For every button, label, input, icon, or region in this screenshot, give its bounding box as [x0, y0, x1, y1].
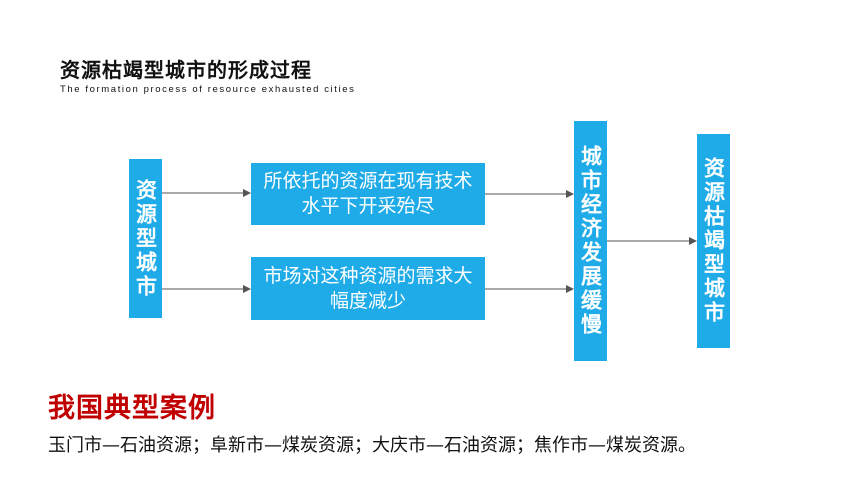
cases-text: 玉门市—石油资源；阜新市—煤炭资源；大庆市—石油资源；焦作市—煤炭资源。 [48, 435, 696, 456]
box-resource-city-label: 资源型城市 [133, 178, 158, 299]
box-resource-depleted: 所依托的资源在现有技术水平下开采殆尽 [251, 163, 485, 225]
box-resource-exhausted-city-label: 资源枯竭型城市 [701, 157, 726, 325]
box-economic-slowdown: 城市经济发展缓慢 [574, 121, 607, 361]
cases-heading: 我国典型案例 [48, 393, 216, 424]
box-demand-decrease-label: 市场对这种资源的需求大幅度减少 [263, 264, 473, 312]
box-resource-depleted-label: 所依托的资源在现有技术水平下开采殆尽 [263, 170, 473, 217]
box-demand-decrease: 市场对这种资源的需求大幅度减少 [251, 257, 485, 320]
box-resource-city: 资源型城市 [129, 159, 162, 318]
page-title: 资源枯竭型城市的形成过程 [60, 58, 312, 82]
box-economic-slowdown-label: 城市经济发展缓慢 [578, 145, 603, 337]
box-resource-exhausted-city: 资源枯竭型城市 [697, 134, 730, 348]
page-subtitle: The formation process of resource exhaus… [60, 84, 356, 95]
